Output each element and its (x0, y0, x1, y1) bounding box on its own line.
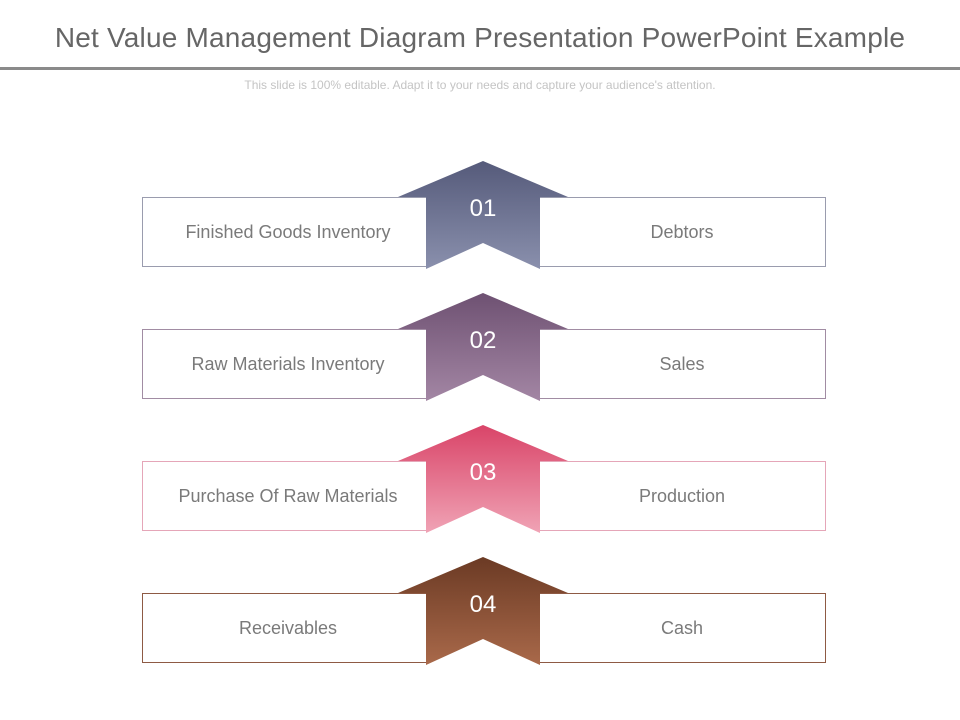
step-4-chevron-shape (398, 557, 568, 665)
step-1-chevron-shape (398, 161, 568, 269)
step-2-chevron-arrow (398, 293, 568, 401)
step-1-left-box: Finished Goods Inventory (142, 197, 430, 267)
step-3-number: 03 (469, 459, 497, 486)
page-title: Net Value Management Diagram Presentatio… (54, 22, 906, 53)
step-row-1: Finished Goods Inventory Debtors 01 (0, 161, 960, 273)
step-4-left-box: Receivables (142, 593, 430, 663)
step-1-number: 01 (469, 195, 497, 222)
step-3-chevron-arrow (398, 425, 568, 533)
step-row-3: Purchase Of Raw Materials Production 03 (0, 425, 960, 537)
title-divider (0, 67, 960, 70)
step-row-2: Raw Materials Inventory Sales 02 (0, 293, 960, 405)
step-4-chevron-arrow (398, 557, 568, 665)
step-2-left-box: Raw Materials Inventory (142, 329, 430, 399)
step-2-number: 02 (469, 327, 497, 354)
step-1-chevron-arrow (398, 161, 568, 269)
step-4-number: 04 (469, 591, 497, 618)
step-1-right-box: Debtors (538, 197, 826, 267)
step-3-right-box: Production (538, 461, 826, 531)
step-2-right-box: Sales (538, 329, 826, 399)
step-3-left-box: Purchase Of Raw Materials (142, 461, 430, 531)
step-4-right-box: Cash (538, 593, 826, 663)
step-row-4: Receivables Cash 04 (0, 557, 960, 669)
page-subtitle: This slide is 100% editable. Adapt it to… (244, 78, 716, 92)
step-2-chevron-shape (398, 293, 568, 401)
step-3-chevron-shape (398, 425, 568, 533)
